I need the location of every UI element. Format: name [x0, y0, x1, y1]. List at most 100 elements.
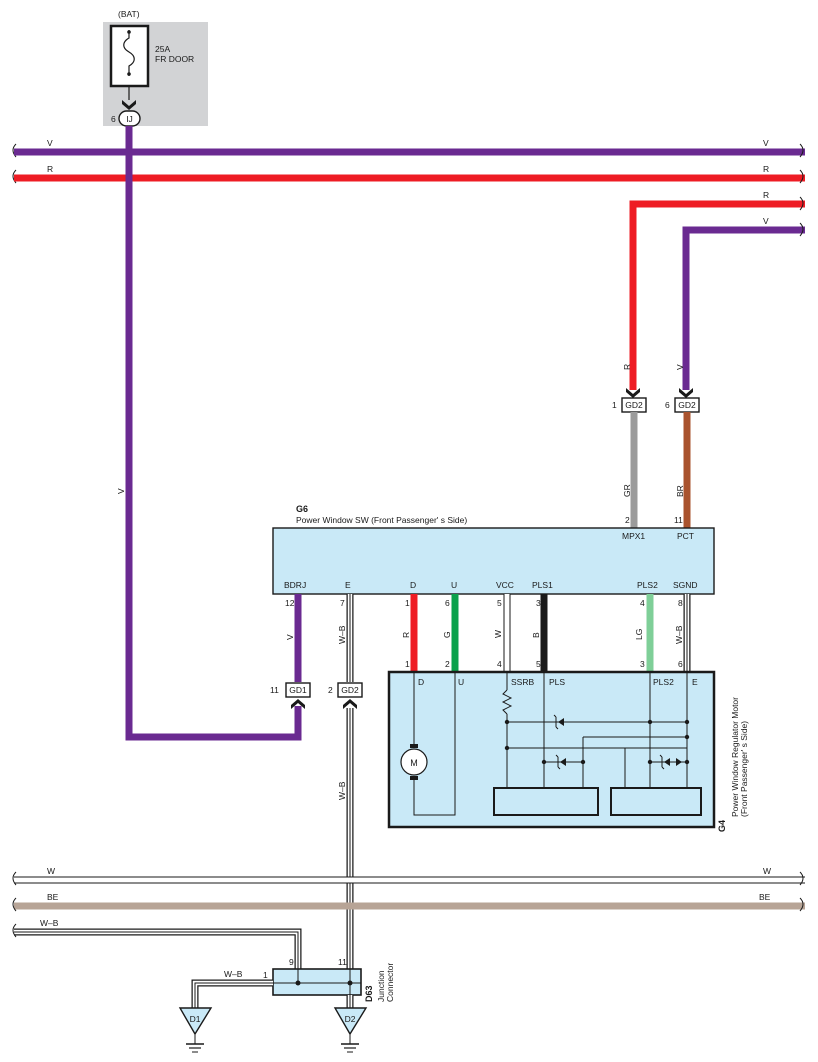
connector-gd2-a-label: GD2 [625, 400, 643, 410]
g6-pin-vcc: VCC [496, 580, 514, 590]
motor-icon [400, 748, 428, 776]
g6-pin-num-7: 7 [340, 598, 345, 608]
d63-name-line2: Connector [385, 963, 395, 1002]
g4-pin-num-5: 5 [536, 659, 541, 669]
gd2-top-connectors: R V GD2 1 GD2 6 GR BR [612, 364, 700, 528]
wire-v-long [125, 126, 302, 741]
arrow-up-icon [343, 699, 357, 709]
g6-output-wires: V W–B R G W B LG W–B [285, 594, 691, 682]
g4-code: G4 [717, 820, 727, 832]
g6-pin-num-3: 3 [536, 598, 541, 608]
ground-triangle-icon [333, 1007, 368, 1036]
gd1-gd2-connectors: GD1 11 GD2 2 [270, 682, 363, 709]
bus-v2-label: V [763, 216, 769, 226]
bus-v-label-right: V [763, 138, 769, 148]
g4-pin-pls: PLS [549, 677, 565, 687]
connector-gd1-pin: 11 [270, 685, 279, 695]
d63-code: D63 [364, 985, 374, 1002]
wire-e-down-label: W–B [337, 781, 347, 800]
wire-gr-label: GR [622, 484, 632, 497]
g6-pin-num-mpx1: 2 [625, 515, 630, 525]
g4-pin-num-3: 3 [640, 659, 645, 669]
g4-ic-block-left [493, 787, 599, 816]
connector-gd2-c-pin: 2 [328, 685, 333, 695]
wire-v-long-label: V [116, 488, 126, 494]
connector-gd1-label: GD1 [289, 685, 307, 695]
bottom-buses: W W BE BE W–B [12, 866, 805, 970]
d63-box [272, 968, 362, 996]
g4-pin-u: U [458, 677, 464, 687]
ground-d2-label: D2 [345, 1014, 356, 1024]
ground-d1-label: D1 [190, 1014, 201, 1024]
junction-connector-d63: 9 11 1 D63 Junction Connector W–B [191, 957, 395, 1008]
d63-name-line1: Junction [376, 970, 386, 1002]
wire-d-label: R [401, 632, 411, 638]
wire-bdrj-label: V [285, 634, 295, 640]
g4-ic-block-right [610, 787, 702, 816]
resistor-icon [501, 689, 513, 715]
fuse-block: (BAT) 25A FR DOOR IJ 6 [103, 9, 208, 127]
fuse-source-label: (BAT) [118, 9, 140, 19]
bus-v-label-left: V [47, 138, 53, 148]
g6-pin-pls1: PLS1 [532, 580, 553, 590]
wire-r-gd2-label: R [622, 364, 632, 370]
wire-pls2-label: LG [634, 629, 644, 640]
g4-pin-num-4: 4 [497, 659, 502, 669]
g6-box [272, 527, 715, 595]
bus-wb-label-left: W–B [40, 918, 59, 928]
diode-icon [676, 758, 682, 766]
connector-ij-label: IJ [126, 114, 133, 124]
wire-v-branch [682, 226, 805, 390]
connector-ij-pin: 6 [111, 114, 116, 124]
bus-r-label-left: R [47, 164, 53, 174]
wire-u-label: G [442, 631, 452, 638]
arrow-down-icon [679, 388, 693, 398]
g4-pin-num-1: 1 [405, 659, 410, 669]
wire-vcc-label: W [493, 630, 503, 638]
wire-pls1-label: B [531, 632, 541, 638]
wire-r-branch [629, 200, 805, 390]
g6-code: G6 [296, 504, 308, 514]
bus-r-label-right: R [763, 164, 769, 174]
g6-pin-e: E [345, 580, 351, 590]
g6-pin-num-4: 4 [640, 598, 645, 608]
fuse-icon [123, 30, 135, 76]
wire-d63-left [194, 982, 273, 1008]
bus-w-label-right: W [763, 866, 771, 876]
module-g4: 1 2 4 5 3 6 D U SSRB PLS PLS2 E M [387, 659, 749, 832]
bus-be-label-left: BE [47, 892, 59, 902]
wire-wb-bus [14, 931, 299, 970]
connector-gd2-c-label: GD2 [341, 685, 359, 695]
wire-e-label: W–B [337, 625, 347, 644]
module-g6: G6 Power Window SW (Front Passenger' s S… [272, 504, 715, 608]
wire-d63-left-label: W–B [224, 969, 243, 979]
ground-triangle-icon [178, 1007, 213, 1036]
fuse-rating: 25A [155, 44, 170, 54]
g6-pin-num-8: 8 [678, 598, 683, 608]
fuse-terminal-bottom [127, 72, 131, 76]
g4-pin-num-2: 2 [445, 659, 450, 669]
bus-w-label-left: W [47, 866, 55, 876]
g4-pin-num-6: 6 [678, 659, 683, 669]
g6-pin-num-5: 5 [497, 598, 502, 608]
d63-pin-1: 1 [263, 970, 268, 980]
g4-pin-ssrb: SSRB [511, 677, 534, 687]
g6-pin-num-12: 12 [285, 598, 295, 608]
connector-arrow-icon [122, 100, 136, 110]
g6-pin-mpx1: MPX1 [622, 531, 645, 541]
g6-name: Power Window SW (Front Passenger' s Side… [296, 515, 467, 525]
fuse-terminal-top [127, 30, 131, 34]
bus-r2-label: R [763, 190, 769, 200]
g4-pin-pls2: PLS2 [653, 677, 674, 687]
wire-v-gd2-label: V [675, 364, 685, 370]
arrow-down-icon [626, 388, 640, 398]
g6-pin-num-6: 6 [445, 598, 450, 608]
g6-pin-pct: PCT [677, 531, 694, 541]
g6-pin-d: D [410, 580, 416, 590]
g4-pin-d: D [418, 677, 424, 687]
g6-pin-num-1: 1 [405, 598, 410, 608]
ground-d2: D2 [333, 1007, 368, 1053]
g6-pin-u: U [451, 580, 457, 590]
connector-gd1 [285, 682, 311, 698]
